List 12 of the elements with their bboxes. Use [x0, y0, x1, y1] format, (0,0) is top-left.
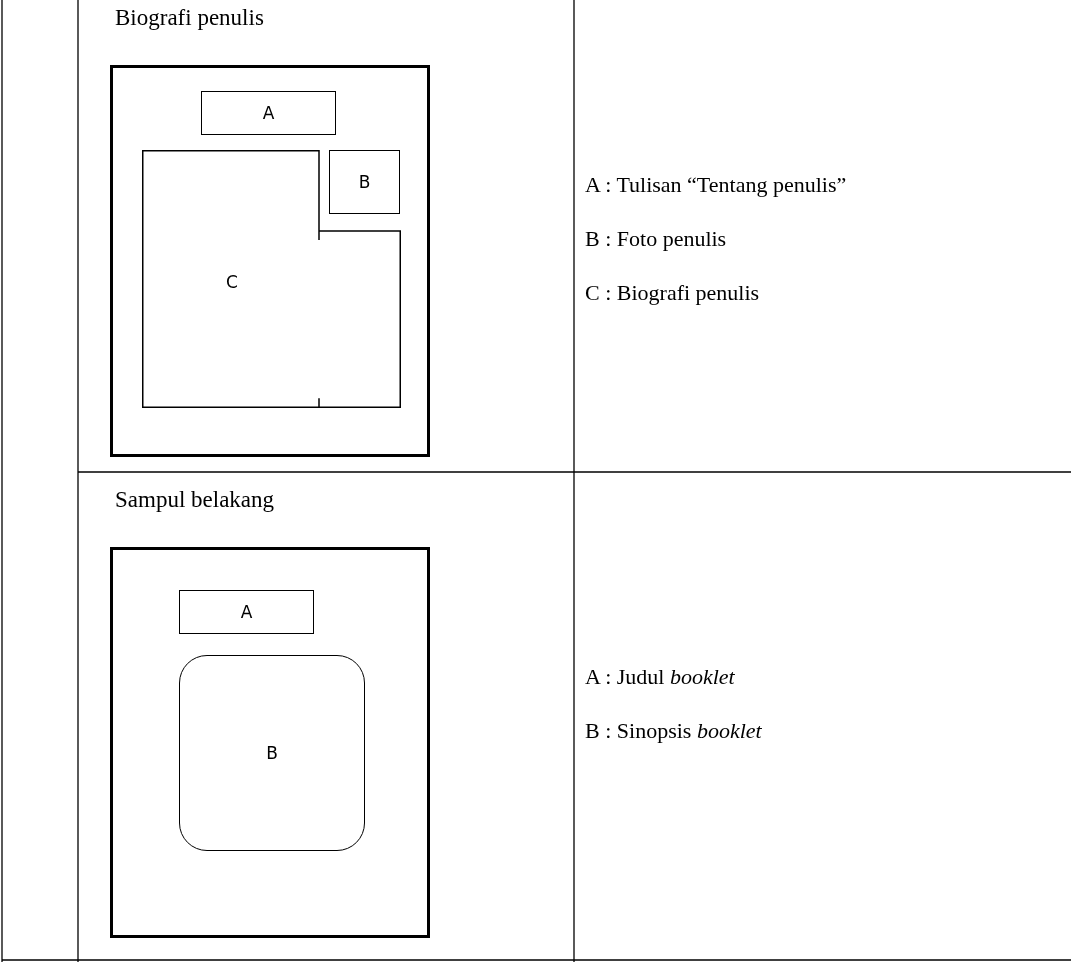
page-heading: Sampul belakang — [115, 487, 275, 513]
legend-text: B : Foto penulis — [585, 226, 727, 252]
legend-text: C : Biografi penulis — [585, 280, 760, 306]
legend-text: B : Sinopsis booklet — [585, 718, 762, 744]
text-area-outline: C — [142, 150, 320, 408]
layout-box: A — [179, 590, 314, 634]
text-area-outline: B — [179, 655, 365, 851]
legend-text: A : Tulisan “Tentang penulis” — [585, 172, 847, 198]
legend-text: A : Judul booklet — [585, 664, 735, 690]
page-heading: Biografi penulis — [115, 5, 264, 31]
layout-box: B — [329, 150, 400, 214]
layout-box: A — [201, 91, 336, 135]
